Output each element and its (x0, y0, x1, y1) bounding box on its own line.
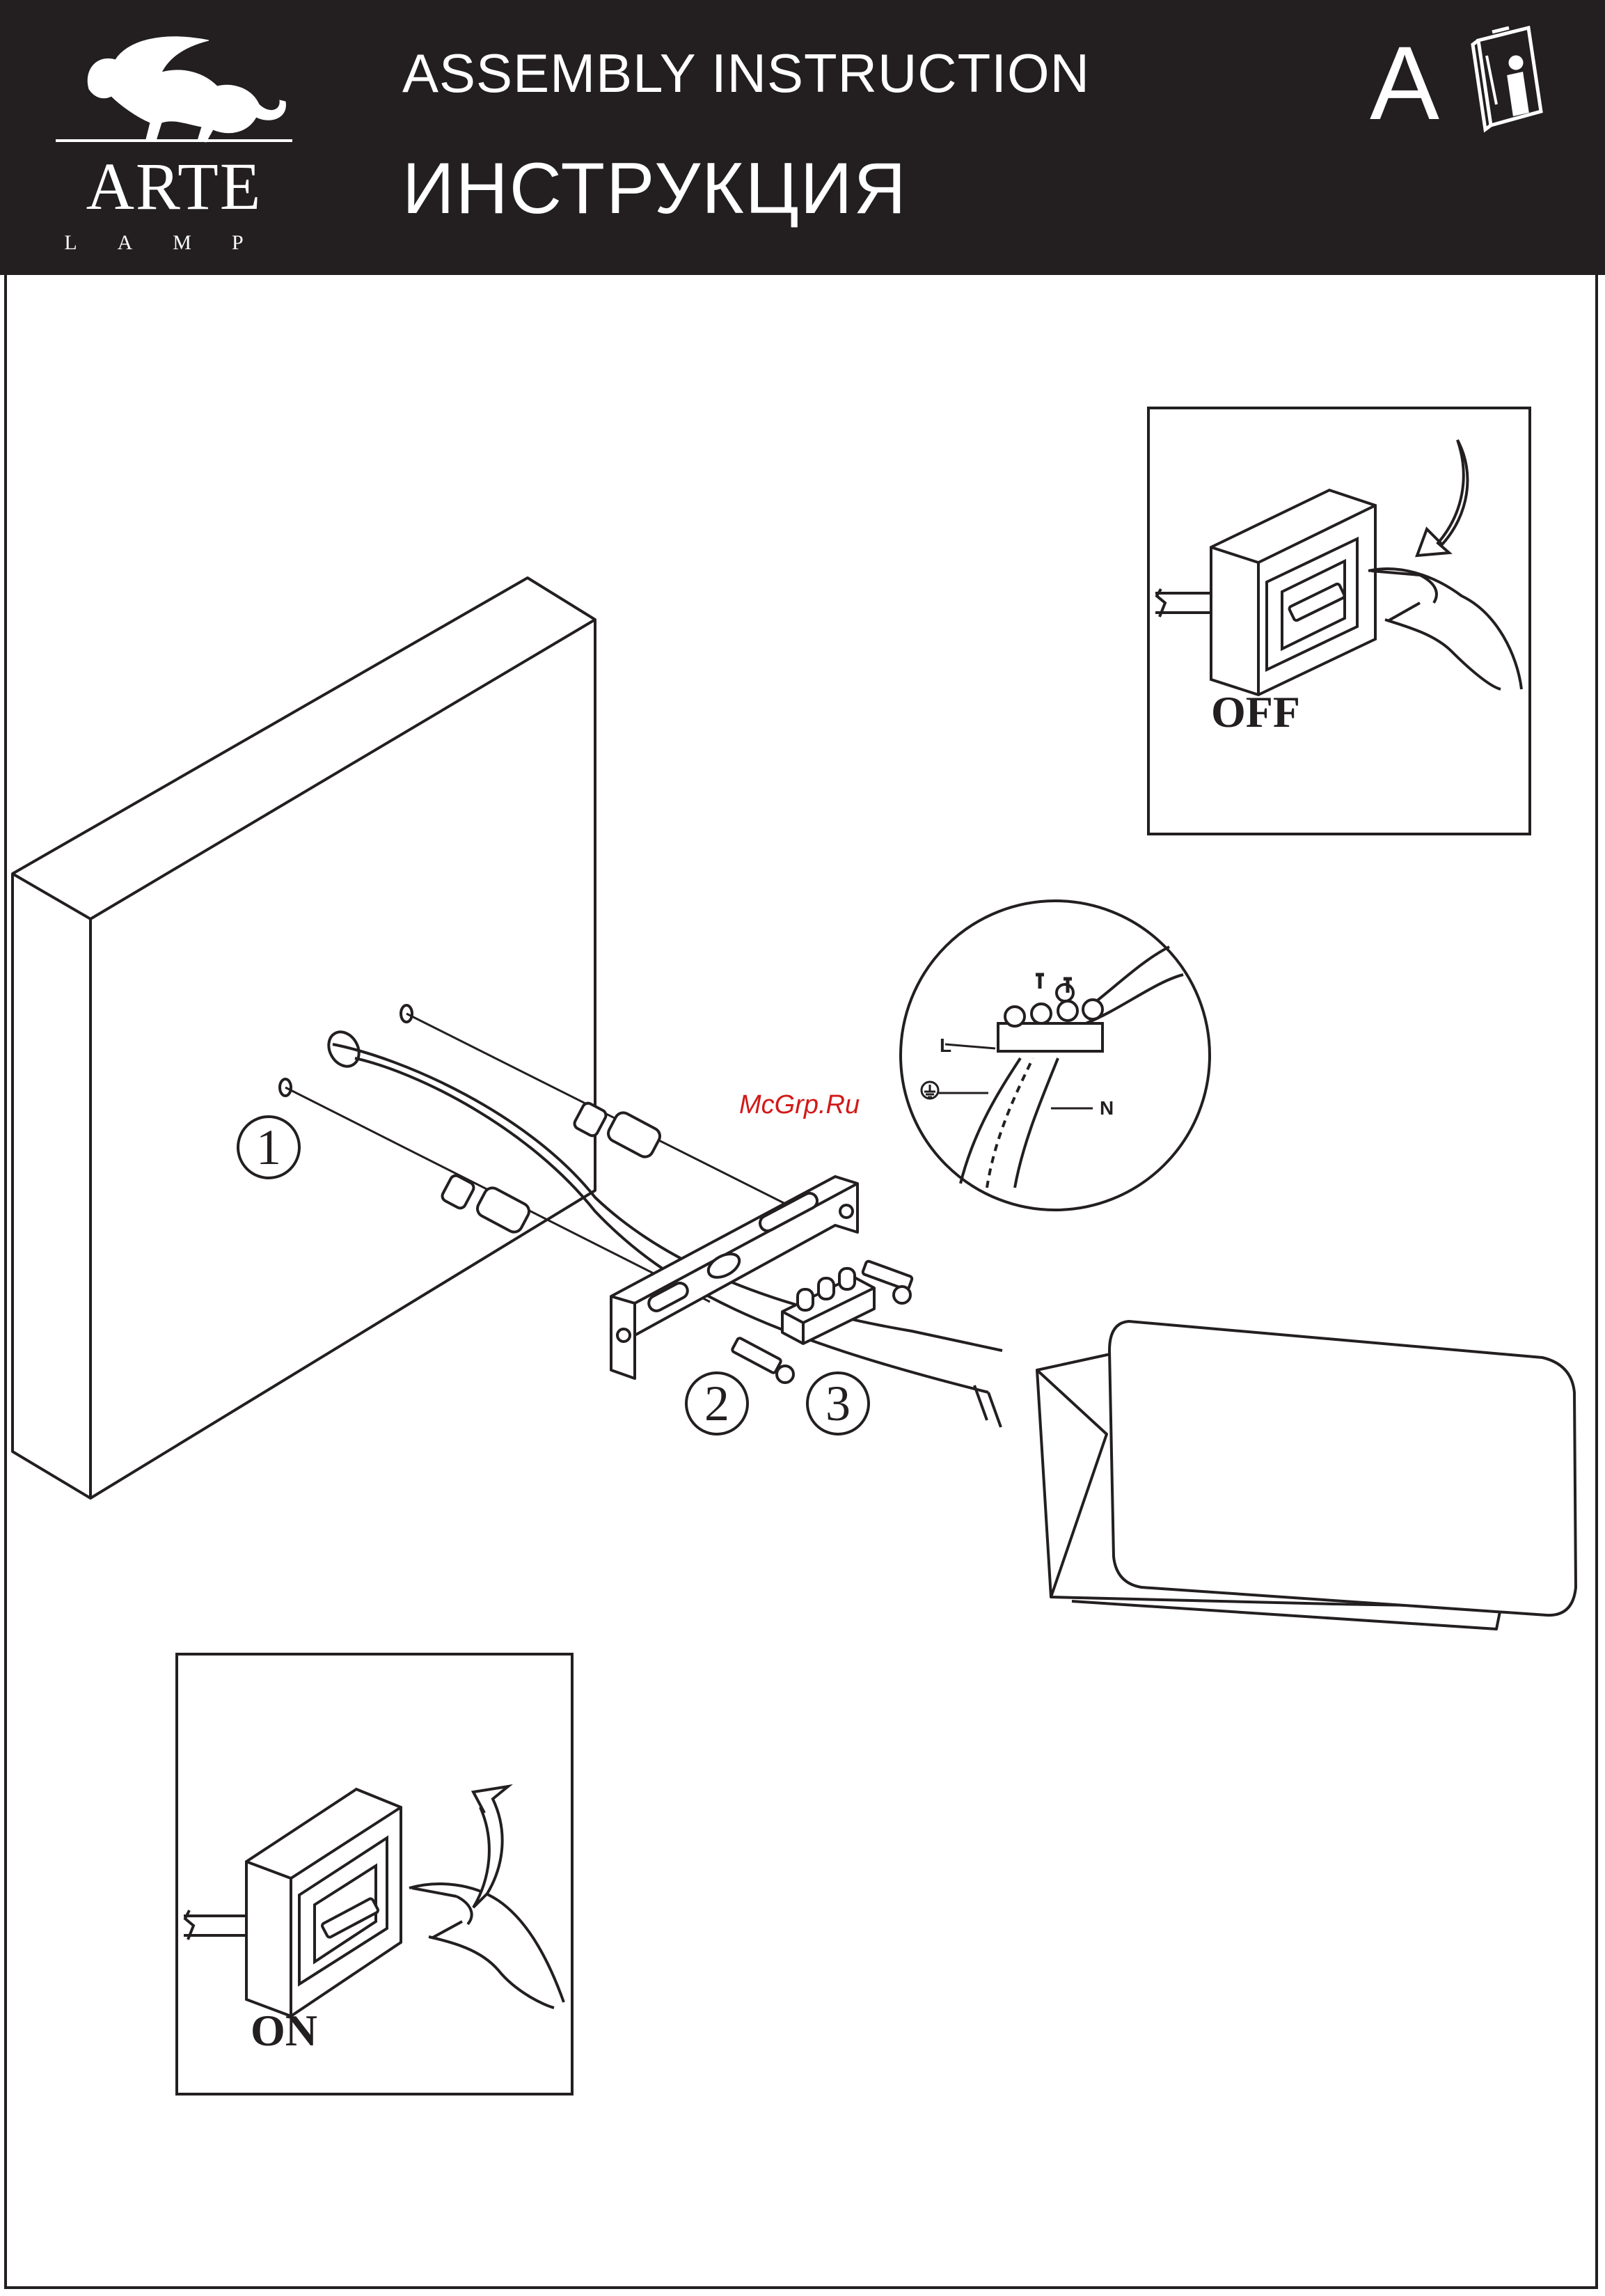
document-letter: A (1370, 31, 1439, 135)
neutral-wire-label: N (1100, 1097, 1114, 1119)
off-panel (1148, 408, 1530, 834)
live-wire-label: L (940, 1035, 951, 1057)
step-3-label: 3 (807, 1372, 869, 1435)
brand-name: ARTE (56, 148, 292, 225)
step-1-label: 1 (237, 1116, 300, 1179)
on-panel (177, 1654, 572, 2094)
title-english: ASSEMBLY INSTRUCTION (402, 42, 1090, 105)
earth-ground-icon (922, 1082, 938, 1099)
on-label: ON (251, 2005, 317, 2057)
wall-block (13, 578, 595, 1498)
griffin-logo-icon (56, 37, 292, 142)
watermark: McGrp.Ru (739, 1090, 860, 1120)
manual-info-icon (1473, 28, 1541, 129)
brand-sub: LAMP (56, 231, 292, 255)
wall-lamp (1037, 1321, 1576, 1629)
title-russian: ИНСТРУКЦИЯ (402, 148, 908, 230)
off-label: OFF (1211, 686, 1300, 738)
step-2-label: 2 (686, 1372, 748, 1435)
